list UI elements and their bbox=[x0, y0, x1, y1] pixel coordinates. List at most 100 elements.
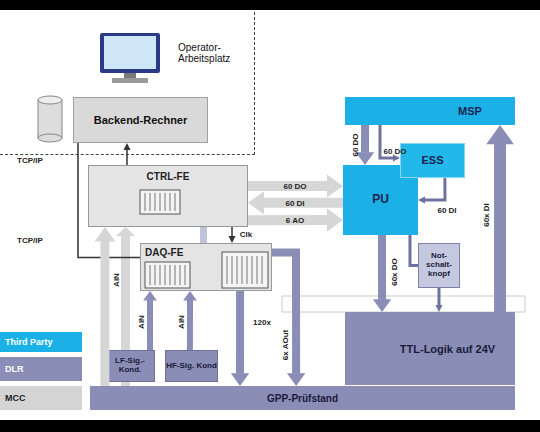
connector-line bbox=[272, 253, 296, 374]
signal-connector bbox=[124, 143, 131, 165]
database-cylinder bbox=[38, 100, 62, 138]
node-text: MSP bbox=[440, 105, 500, 117]
frame-outline bbox=[282, 296, 525, 312]
connector-line bbox=[494, 144, 506, 312]
legend-swatch: Third Party bbox=[0, 332, 82, 352]
signal-label: 60x DO bbox=[390, 258, 399, 286]
signal-label: AIN bbox=[137, 315, 146, 329]
signal-connector bbox=[380, 125, 400, 162]
rack-symbol bbox=[140, 190, 180, 214]
arrow-head bbox=[231, 373, 249, 386]
connector-line bbox=[361, 125, 369, 153]
signal-connector bbox=[248, 209, 343, 232]
monitor-stand bbox=[124, 73, 136, 78]
monitor-screen bbox=[104, 36, 156, 69]
arrow-head bbox=[287, 373, 305, 386]
arrow-head bbox=[436, 305, 443, 312]
signal-label: 60 DO bbox=[383, 147, 406, 156]
protocol-label: TCP/IP bbox=[17, 236, 43, 245]
signal-connector bbox=[231, 291, 249, 386]
legend-text: Third Party bbox=[5, 337, 53, 347]
connector-line bbox=[126, 149, 128, 165]
arrow-head bbox=[486, 125, 514, 144]
node-text: GPP-Prüfstand bbox=[267, 393, 338, 404]
signal-head bbox=[116, 227, 135, 236]
signal-label: AIN bbox=[177, 315, 186, 329]
legend-swatch: DLR bbox=[0, 357, 82, 381]
workstation-area: Operator- ArbeitsplatzBackend-Rechner bbox=[0, 12, 255, 155]
connector-line bbox=[231, 227, 233, 237]
node-text: ESS bbox=[421, 154, 443, 166]
arrow-head bbox=[248, 191, 264, 214]
connector-line bbox=[147, 300, 153, 350]
bottom-band bbox=[0, 420, 540, 432]
unit-box: MSP bbox=[345, 97, 515, 125]
node-text: TTL-Logik auf 24V bbox=[380, 343, 515, 355]
arrow-head bbox=[229, 236, 236, 243]
arrow-head bbox=[183, 291, 197, 301]
node-text: LF-Sig.- Kond. bbox=[106, 357, 154, 375]
legend-swatch: MCC bbox=[0, 386, 82, 410]
arrow-head bbox=[124, 143, 131, 150]
signal-label: 6 AO bbox=[286, 216, 304, 225]
rack-symbol bbox=[145, 262, 190, 288]
button-box: Not- schalt- knopf bbox=[418, 243, 460, 288]
rack-slots bbox=[150, 265, 185, 285]
node-text: CTRL-FE bbox=[89, 171, 247, 182]
rack-symbol bbox=[222, 252, 268, 288]
connector-line bbox=[187, 300, 193, 350]
computer-box: Backend-Rechner bbox=[73, 97, 208, 143]
connector-line bbox=[438, 288, 441, 306]
connector-line bbox=[410, 235, 418, 266]
node-text: Not- schalt- knopf bbox=[419, 252, 459, 278]
signal-label: AIN bbox=[112, 273, 121, 287]
logic-box: TTL-Logik auf 24V bbox=[345, 312, 515, 385]
arrow-head bbox=[393, 155, 400, 162]
connector-line bbox=[264, 198, 344, 208]
legend-text: DLR bbox=[5, 364, 24, 374]
signal-connector bbox=[436, 288, 443, 312]
node-text: Backend-Rechner bbox=[94, 114, 188, 126]
arrow-head bbox=[418, 197, 425, 204]
signal-label: 60 DO bbox=[351, 133, 360, 156]
signal-connector bbox=[418, 178, 445, 204]
connector-line bbox=[248, 181, 328, 191]
connector-line bbox=[100, 241, 109, 386]
node-text: Operator- Arbeitsplatz bbox=[178, 42, 254, 64]
node-text: PU bbox=[372, 193, 389, 206]
connector-line bbox=[248, 215, 328, 225]
signal-label: 120x bbox=[253, 318, 271, 327]
signal-connector bbox=[272, 253, 305, 386]
conditioner-box: HF-Sig. Kond bbox=[165, 350, 218, 382]
connector-line bbox=[378, 235, 386, 300]
protocol-label: TCP/IP bbox=[17, 156, 43, 165]
signal-bar bbox=[200, 227, 207, 243]
signal-label: 60 DO bbox=[283, 182, 306, 191]
conditioner-box: LF-Sig.- Kond. bbox=[105, 350, 155, 382]
signal-label: 60 DI bbox=[285, 199, 304, 208]
test-bench-band: GPP-Prüfstand bbox=[90, 386, 515, 410]
signal-label: 60 DI bbox=[437, 206, 456, 215]
signal-connector bbox=[410, 235, 418, 266]
top-band bbox=[0, 0, 540, 10]
arrow-head bbox=[373, 299, 391, 312]
rack-slots bbox=[227, 256, 262, 284]
node-text: HF-Sig. Kond bbox=[166, 362, 217, 371]
signal-connector bbox=[373, 235, 391, 312]
signal-label: 6x AOut bbox=[281, 330, 290, 360]
signal-label: Clk bbox=[240, 230, 252, 239]
node-text: DAQ-FE bbox=[145, 247, 205, 258]
database-top bbox=[38, 96, 62, 104]
database-bottom bbox=[38, 134, 62, 142]
unit-box: ESS bbox=[400, 143, 465, 178]
arrow-head bbox=[327, 209, 343, 232]
connector-line bbox=[236, 291, 244, 374]
monitor-base bbox=[112, 78, 148, 83]
legend-text: MCC bbox=[5, 393, 26, 403]
monitor-frame bbox=[100, 33, 160, 73]
signal-connector bbox=[229, 227, 236, 243]
signal-label: 60x DI bbox=[482, 203, 491, 227]
arrow-head bbox=[327, 175, 343, 198]
